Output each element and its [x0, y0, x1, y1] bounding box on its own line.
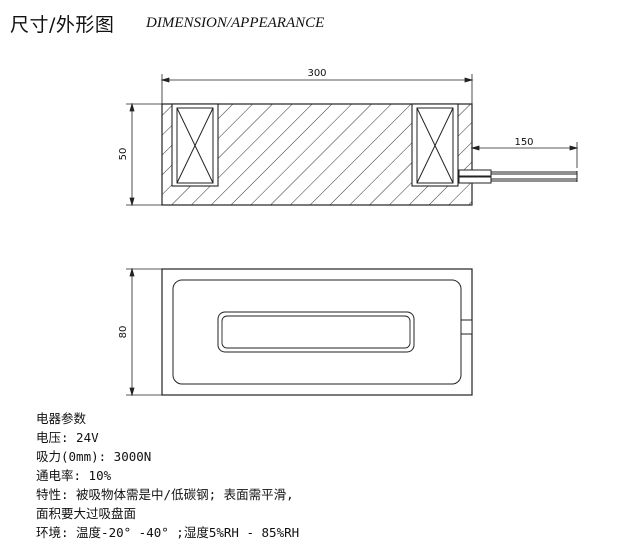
dimension-height-label: 50 — [118, 148, 129, 161]
section-title-english: DIMENSION/APPEARANCE — [146, 15, 325, 31]
top-view: 300 50 150 — [118, 68, 579, 207]
lead-wires — [458, 169, 578, 184]
param-force: 吸力(0mm): 3000N — [36, 449, 152, 464]
params-heading: 电器参数 — [36, 411, 87, 426]
left-coil-cross-b — [176, 107, 214, 184]
dimension-lead-label: 150 — [514, 137, 533, 148]
face-view: 80 — [118, 267, 473, 397]
param-voltage: 电压: 24V — [36, 430, 99, 445]
dimension-length — [160, 74, 474, 104]
dimension-length-label: 300 — [307, 68, 326, 79]
wire-exit-notch — [460, 319, 473, 335]
dimension-width — [126, 267, 162, 397]
dimension-width-label: 80 — [118, 326, 129, 339]
param-environment: 环境: 温度-20° -40° ;湿度5%RH - 85%RH — [36, 525, 300, 540]
dimension-lead — [470, 142, 579, 168]
pole-face-inner — [221, 315, 411, 349]
section-title-chinese: 尺寸/外形图 — [10, 14, 115, 36]
right-coil-cross-b — [416, 107, 454, 184]
electrical-parameters: 电器参数 电压: 24V 吸力(0mm): 3000N 通电率: 10% 特性:… — [36, 409, 299, 542]
dimension-height — [126, 102, 162, 207]
param-duty-cycle: 通电率: 10% — [36, 468, 112, 483]
param-characteristics: 特性: 被吸物体需是中/低碳钢; 表面需平滑, — [36, 487, 294, 502]
param-surface-area: 面积要大过吸盘面 — [36, 506, 137, 521]
